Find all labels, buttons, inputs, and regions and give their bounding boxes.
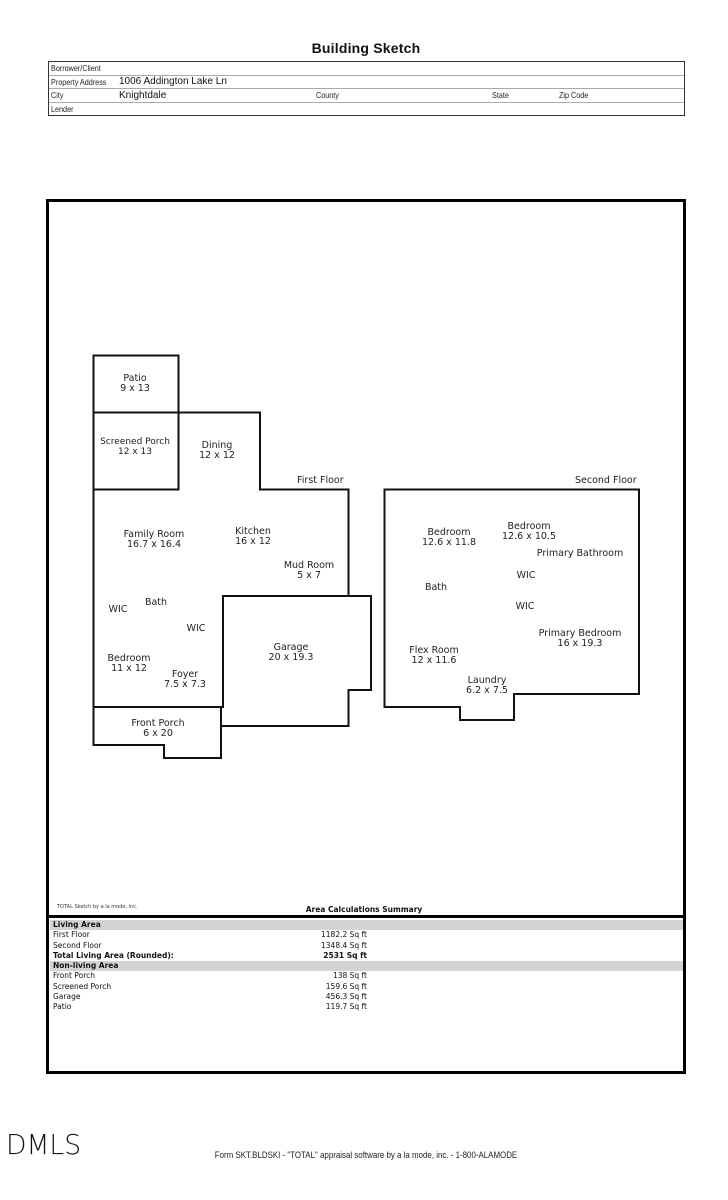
borrower-label: Borrower/Client [51, 63, 101, 73]
room-bath-1: Bath [144, 597, 168, 608]
room-foyer: Foyer 7.5 x 7.3 [164, 669, 206, 690]
room-primary-bedroom: Primary Bedroom 16 x 19.3 [538, 628, 622, 649]
zip-label: Zip Code [559, 90, 589, 100]
room-screened-porch: Screened Porch 12 x 13 [100, 437, 170, 457]
lender-label: Lender [51, 103, 74, 114]
screened-porch-outline [92, 411, 180, 491]
summary-title: Area Calculations Summary [305, 905, 423, 914]
room-dining: Dining 12 x 12 [199, 440, 235, 461]
summary-divider [46, 915, 686, 918]
summary-row: Garage 456.3 Sq ft [53, 992, 367, 1002]
room-patio: Patio 9 x 13 [120, 373, 150, 394]
second-floor-label: Second Floor [575, 475, 637, 486]
nonliving-area-header: Non-living Area [50, 961, 683, 972]
total-living-row: Total Living Area (Rounded): 2531 Sq ft [53, 950, 367, 960]
room-wic-1: WIC [108, 604, 128, 615]
sketch-credit: TOTAL Sketch by a la mode, inc. [57, 904, 138, 910]
form-footer: Form SKT.BLDSKI - "TOTAL" appraisal soft… [214, 1150, 518, 1160]
address-value: 1006 Addington Lake Ln [119, 75, 227, 87]
summary-row: Front Porch 138 Sq ft [53, 971, 367, 981]
room-family-room: Family Room 16.7 x 16.4 [123, 529, 185, 550]
living-area-header: Living Area [50, 920, 683, 931]
room-kitchen: Kitchen 16 x 12 [235, 526, 271, 547]
room-wic-2: WIC [186, 623, 206, 634]
room-mud-room: Mud Room 5 x 7 [283, 560, 335, 581]
first-floor-label: First Floor [297, 475, 344, 486]
summary-row: Screened Porch 159.6 Sq ft [53, 981, 367, 991]
room-wic-3: WIC [516, 570, 536, 581]
summary-row: First Floor 1182.2 Sq ft [53, 930, 367, 940]
room-laundry: Laundry 6.2 x 7.5 [466, 675, 508, 696]
garage-outline [221, 595, 372, 727]
front-porch-outline [92, 707, 222, 759]
summary-row: Patio 119.7 Sq ft [53, 1002, 367, 1012]
county-label: County [316, 90, 339, 100]
room-bedroom-1: Bedroom 11 x 12 [107, 653, 151, 674]
city-value: Knightdale [119, 90, 167, 101]
room-wic-4: WIC [515, 601, 535, 612]
state-label: State [492, 90, 509, 100]
dmls-logo: DMLS [6, 1128, 82, 1161]
city-label: City [51, 90, 64, 100]
page-title: Building Sketch [311, 40, 421, 56]
city-row: City Knightdale County State Zip Code [49, 89, 684, 103]
area-summary-table: Living Area First Floor 1182.2 Sq ft Sec… [50, 920, 683, 1013]
room-primary-bathroom: Primary Bathroom [536, 548, 624, 559]
address-label: Property Address [51, 76, 107, 87]
sketch-frame [46, 199, 686, 1074]
room-front-porch: Front Porch 6 x 20 [131, 718, 185, 739]
second-floor-outline [383, 488, 640, 721]
summary-row: Second Floor 1348.4 Sq ft [53, 940, 367, 950]
room-bedroom-2: Bedroom 12.6 x 11.8 [422, 527, 476, 548]
lender-row: Lender [49, 103, 684, 117]
room-bath-2: Bath [424, 582, 448, 593]
room-bedroom-3: Bedroom 12.6 x 10.5 [502, 521, 556, 542]
borrower-row: Borrower/Client [49, 62, 684, 76]
room-garage: Garage 20 x 19.3 [268, 642, 314, 663]
room-flex-room: Flex Room 12 x 11.6 [409, 645, 459, 666]
property-info-table: Borrower/Client Property Address 1006 Ad… [48, 61, 685, 116]
address-row: Property Address 1006 Addington Lake Ln [49, 75, 684, 89]
